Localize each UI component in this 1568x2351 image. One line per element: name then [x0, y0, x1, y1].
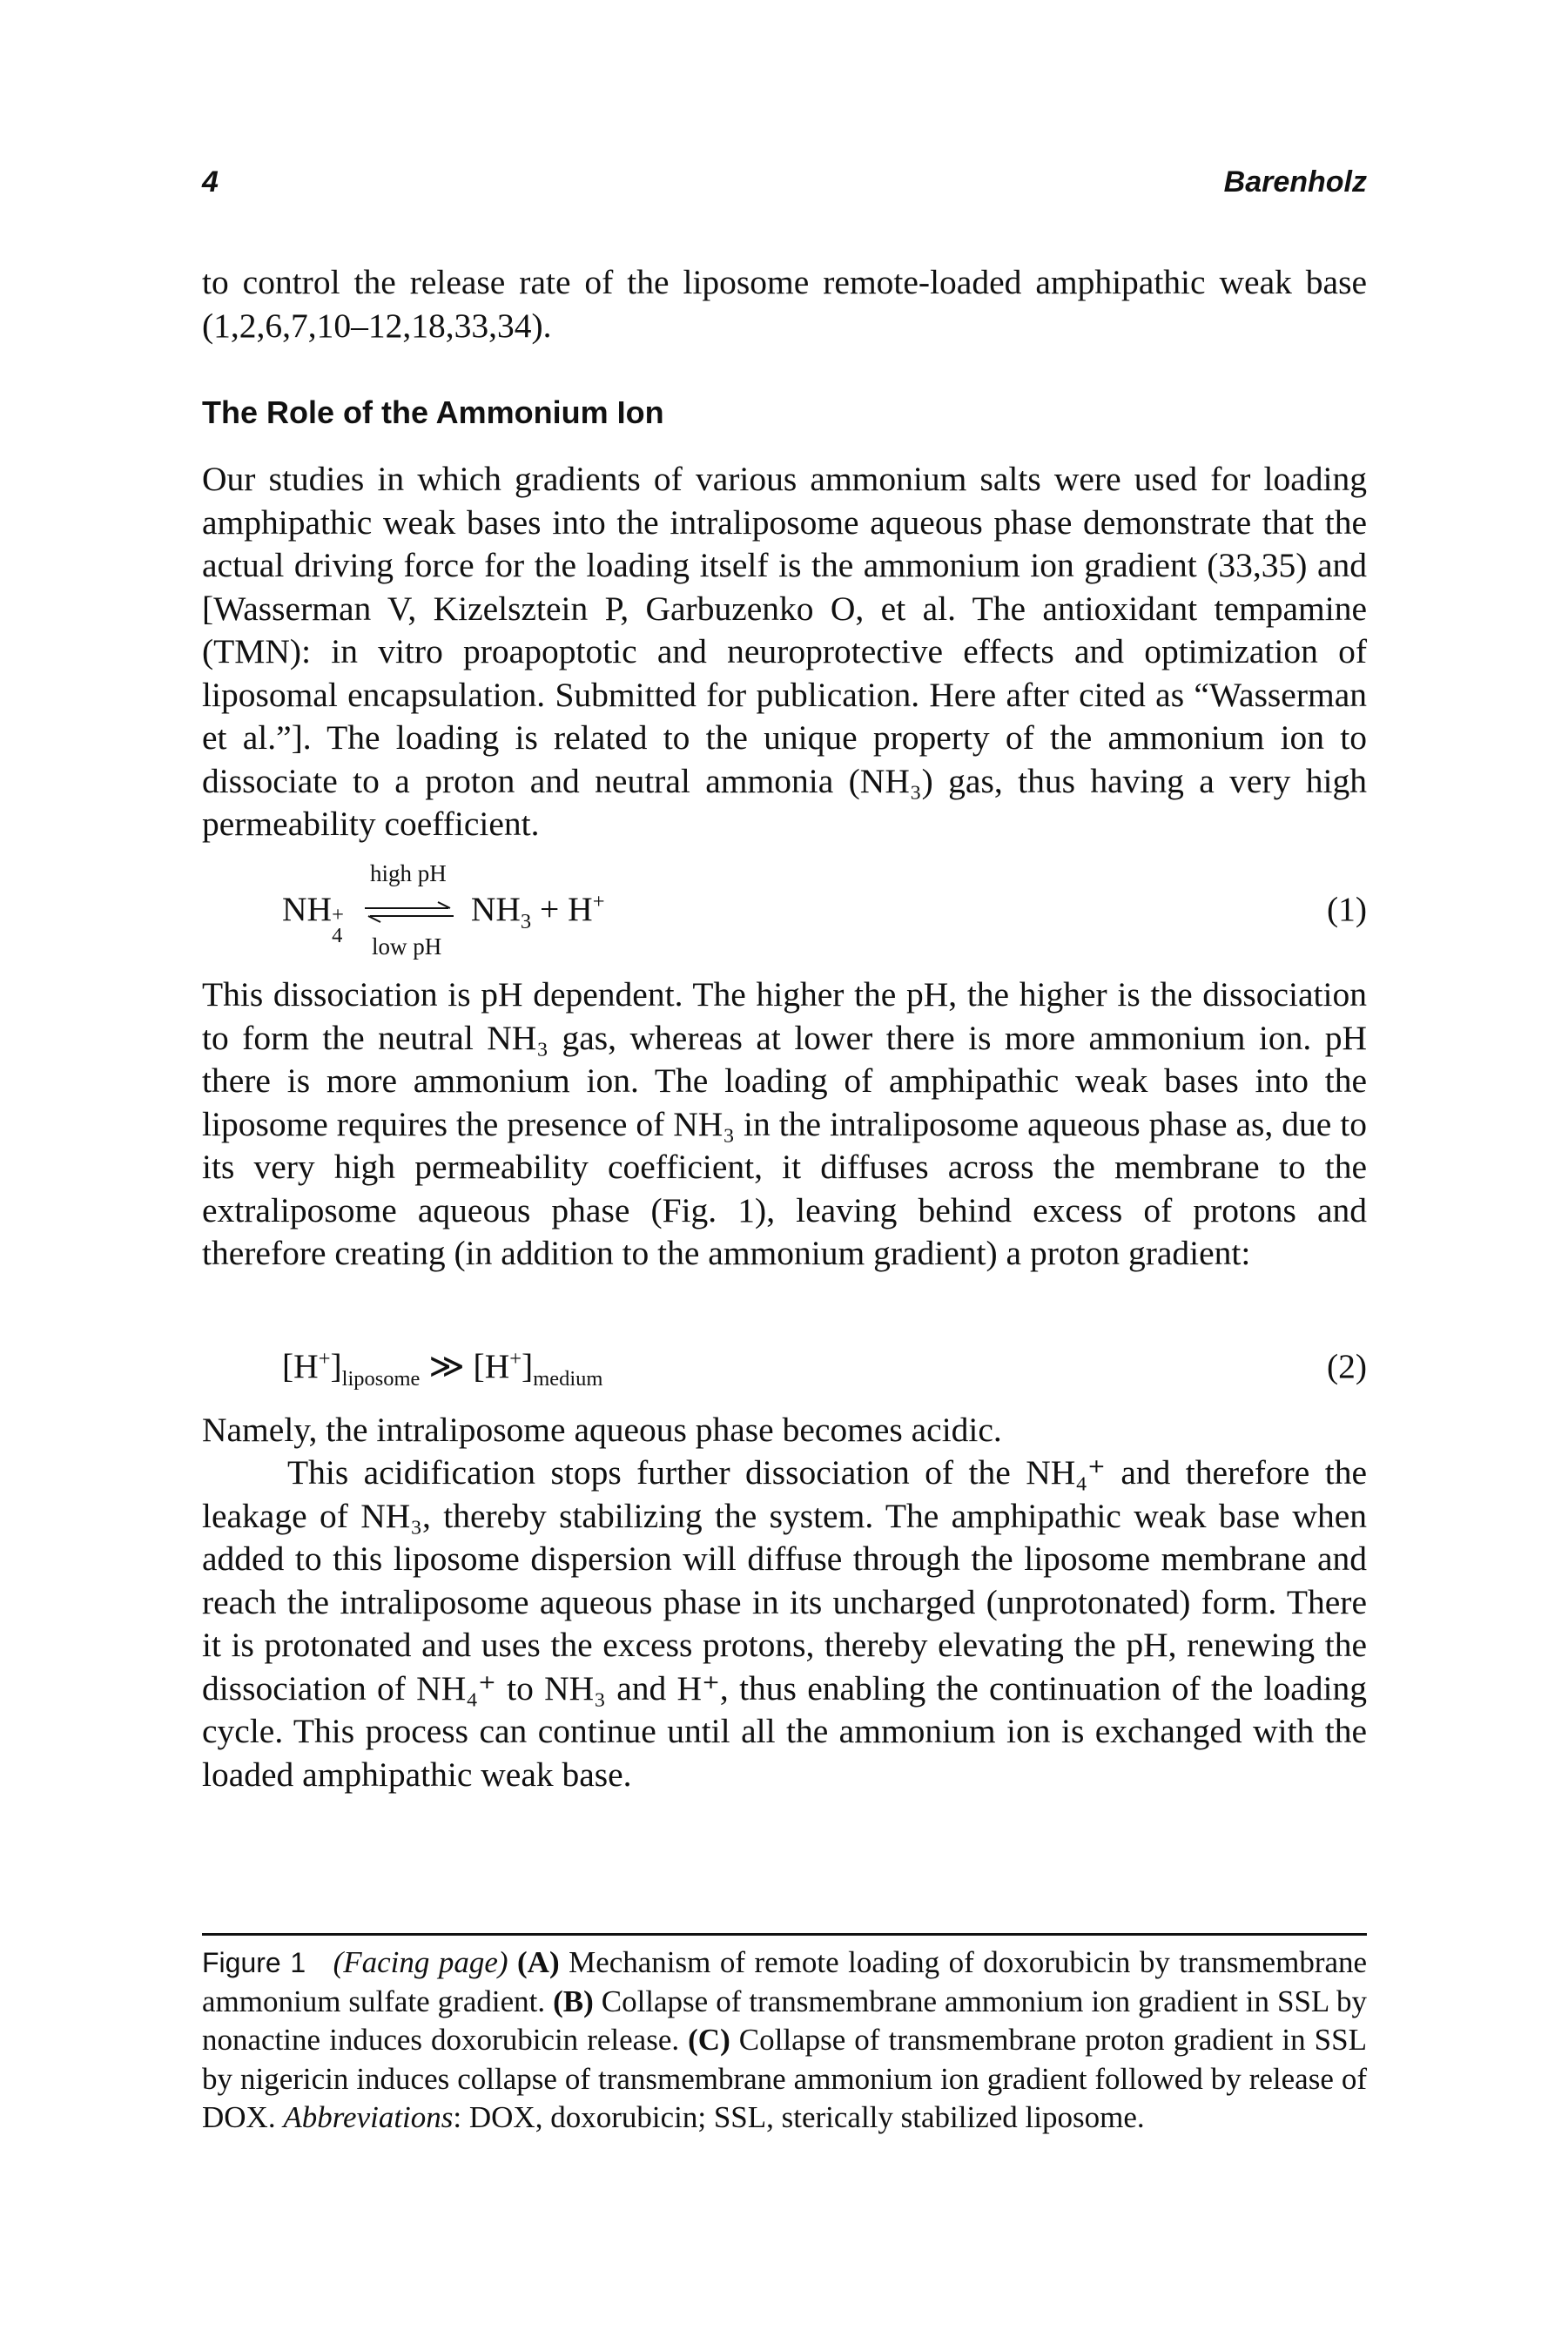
- section-heading: The Role of the Ammonium Ion: [202, 394, 664, 430]
- equation-1: NH+4 high pH low pH NH3 + H+ (1): [202, 859, 1367, 967]
- figure-label: Figure 1: [202, 1947, 306, 1978]
- equation-2-number: (2): [1326, 1347, 1367, 1385]
- page-number: 4: [202, 165, 219, 199]
- paragraph-acidification: This acidification stops further dissoci…: [202, 1453, 1367, 1794]
- paragraph-namely: Namely, the intraliposome aqueous phase …: [202, 1411, 1002, 1449]
- arrow-label-high-ph: high pH: [369, 859, 447, 886]
- equation-1-number: (1): [1326, 890, 1367, 928]
- paragraph-release-rate: to control the release rate of the lipos…: [202, 263, 1367, 345]
- figure-caption: Figure 1 (Facing page) (A) Mechanism of …: [202, 1945, 1368, 2134]
- caption-divider: [202, 1933, 1367, 1936]
- paragraph-dissociation: This dissociation is pH dependent. The h…: [202, 975, 1367, 1272]
- running-head-author: Barenholz: [1223, 165, 1367, 199]
- running-head: 4 Barenholz: [202, 165, 1367, 204]
- equation-1-body: NH+4 high pH low pH NH3 + H+: [282, 859, 605, 960]
- arrow-label-low-ph: low pH: [371, 933, 442, 960]
- paragraph-ammonium-gradient: Our studies in which gradients of variou…: [202, 460, 1367, 843]
- equilibrium-arrows-icon: high pH low pH: [361, 860, 457, 960]
- equation-2: [H+]liposome ≫ [H+]medium (2): [202, 1345, 1367, 1398]
- equation-2-body: [H+]liposome ≫ [H+]medium: [282, 1346, 603, 1391]
